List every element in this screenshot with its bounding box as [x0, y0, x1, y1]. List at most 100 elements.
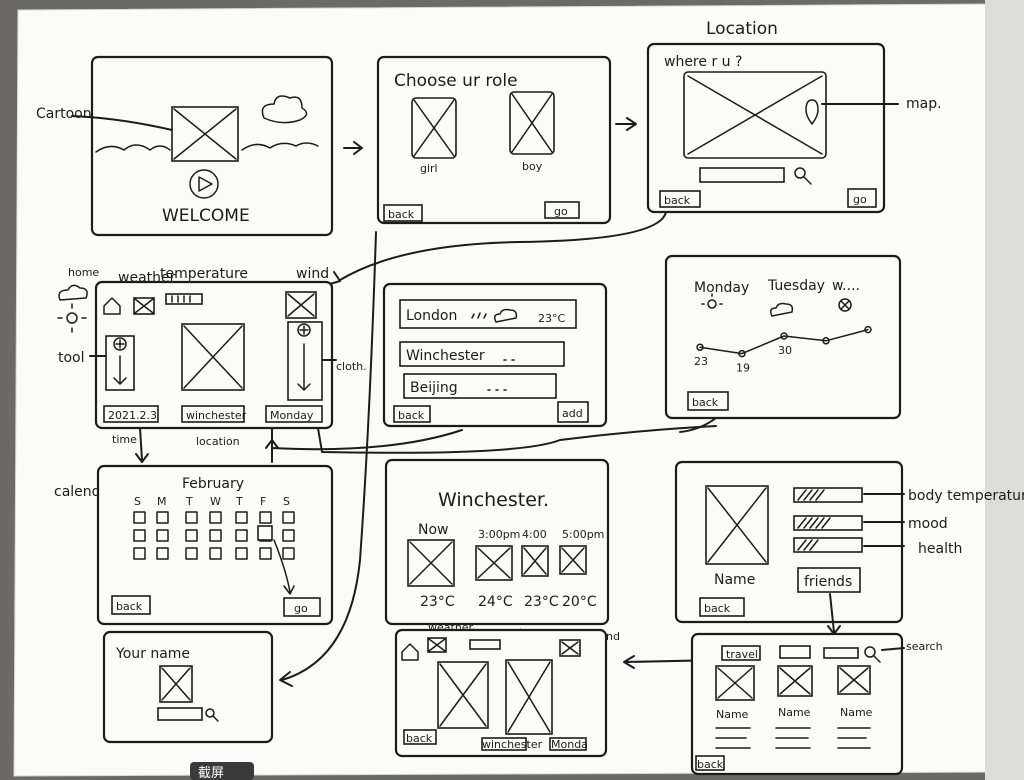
svg-text:winchester: winchester — [186, 409, 247, 422]
your-name-title: Your name — [115, 646, 190, 662]
back-button[interactable] — [393, 405, 431, 423]
calendar-day-cell[interactable] — [209, 511, 222, 524]
trend-label-1: 19 — [736, 362, 750, 375]
tag-travel[interactable] — [721, 645, 761, 661]
day-button[interactable] — [549, 737, 587, 751]
location-search-input[interactable] — [699, 167, 785, 183]
go-button[interactable] — [847, 188, 877, 208]
svg-text:back: back — [388, 208, 415, 221]
calendar-day-cell[interactable] — [235, 511, 248, 524]
welcome-text: WELCOME — [162, 206, 250, 226]
boy-label: boy — [522, 160, 543, 173]
trend-point-2 — [780, 332, 788, 340]
calendar-day-cell[interactable] — [235, 529, 248, 542]
go-button[interactable] — [544, 201, 580, 219]
location-button[interactable] — [181, 405, 245, 423]
home-icon[interactable] — [103, 297, 121, 315]
screen-home: 2021.2.3 winchester Monday — [94, 280, 334, 430]
hour-label-0: Now — [418, 522, 449, 538]
back-button[interactable] — [111, 595, 151, 615]
friend-name-1: Name — [716, 708, 749, 721]
weather-icon — [838, 298, 852, 312]
friends-button[interactable] — [797, 567, 861, 593]
screen-welcome: WELCOME — [90, 55, 334, 237]
search-icon[interactable] — [794, 167, 806, 179]
calendar-day-cell[interactable] — [133, 529, 146, 542]
list-item-winchester[interactable] — [399, 341, 565, 367]
calendar-day-cell[interactable] — [156, 547, 169, 560]
play-button[interactable] — [189, 169, 219, 199]
calendar-grid[interactable] — [133, 511, 295, 560]
screen-calendar: February S M T W T F S back go — [96, 464, 334, 626]
body-temperature-annotation: body temperature — [908, 488, 1024, 504]
cloud-icon — [493, 308, 518, 323]
back-button[interactable] — [403, 729, 437, 745]
sun-icon — [707, 299, 717, 309]
location-button[interactable] — [481, 737, 527, 751]
calendar-day-cell[interactable] — [156, 511, 169, 524]
back-button[interactable] — [687, 391, 729, 411]
cloth-annotation: cloth. — [336, 360, 367, 373]
map-annotation: map. — [906, 96, 942, 112]
friend-name-2: Name — [778, 706, 811, 719]
svg-text:Monda: Monda — [551, 738, 588, 751]
calendar-day-cell[interactable] — [185, 547, 198, 560]
temperature-trend-line — [699, 328, 869, 355]
day-button[interactable] — [265, 405, 323, 423]
selected-day[interactable] — [257, 525, 273, 541]
calendar-day-cell[interactable] — [185, 511, 198, 524]
svg-text:back: back — [704, 602, 731, 615]
weekday-4: T — [235, 495, 243, 508]
flow-arrow-role-to-name — [281, 231, 377, 681]
calendar-day-cell[interactable] — [282, 529, 295, 542]
hour-label-1: 3:00pm — [478, 528, 520, 541]
weekday-1: M — [157, 495, 167, 508]
where-prompt: where r u ? — [664, 54, 742, 70]
calendar-day-cell[interactable] — [259, 511, 272, 524]
svg-text:Winchester: Winchester — [406, 348, 485, 364]
screen-choose-role: Choose ur role girl boy back go — [376, 55, 612, 225]
back-button[interactable] — [699, 597, 745, 617]
health-annotation: health — [918, 541, 962, 557]
add-button[interactable] — [557, 401, 589, 423]
name-input[interactable] — [157, 707, 203, 721]
map-pin-icon — [805, 99, 819, 125]
friend-search-input[interactable] — [823, 647, 859, 659]
girl-label: girl — [420, 162, 438, 175]
forecast-day-more: w.... — [832, 278, 860, 294]
forecast-day-monday: Monday — [694, 280, 749, 296]
date-button[interactable] — [103, 405, 159, 423]
tag-2[interactable] — [779, 645, 811, 659]
hour-temp-0: 23°C — [420, 594, 455, 610]
back-button[interactable] — [383, 204, 423, 222]
back-button[interactable] — [659, 190, 701, 208]
search-icon[interactable] — [864, 646, 876, 658]
screen-location: where r u ? back go — [646, 42, 886, 214]
calendar-day-cell[interactable] — [133, 547, 146, 560]
calendar-day-cell[interactable] — [209, 547, 222, 560]
trend-point-0 — [696, 343, 704, 351]
calendar-day-cell[interactable] — [156, 529, 169, 542]
calendar-day-cell[interactable] — [282, 511, 295, 524]
back-button[interactable] — [695, 755, 725, 771]
svg-text:back: back — [406, 732, 433, 745]
list-item-london[interactable] — [399, 299, 577, 329]
calendar-day-cell[interactable] — [209, 529, 222, 542]
forecast-day-tuesday: Tuesday — [767, 278, 825, 294]
home-icon[interactable] — [401, 643, 419, 661]
go-button[interactable] — [283, 597, 321, 617]
screenshot-tab[interactable] — [190, 762, 254, 780]
calendar-day-cell[interactable] — [185, 529, 198, 542]
calendar-day-cell[interactable] — [259, 547, 272, 560]
screen-friend-home: back winchester Monda — [394, 628, 608, 758]
list-item-beijing[interactable] — [403, 373, 557, 399]
cloth-panel[interactable] — [287, 321, 323, 401]
search-icon[interactable] — [205, 708, 215, 718]
svg-text:2021.2.3: 2021.2.3 — [108, 409, 157, 422]
calendar-day-cell[interactable] — [282, 547, 295, 560]
friend-name-3: Name — [840, 706, 873, 719]
calendar-day-cell[interactable] — [133, 511, 146, 524]
choose-role-title: Choose ur role — [394, 71, 518, 91]
calendar-day-cell[interactable] — [235, 547, 248, 560]
